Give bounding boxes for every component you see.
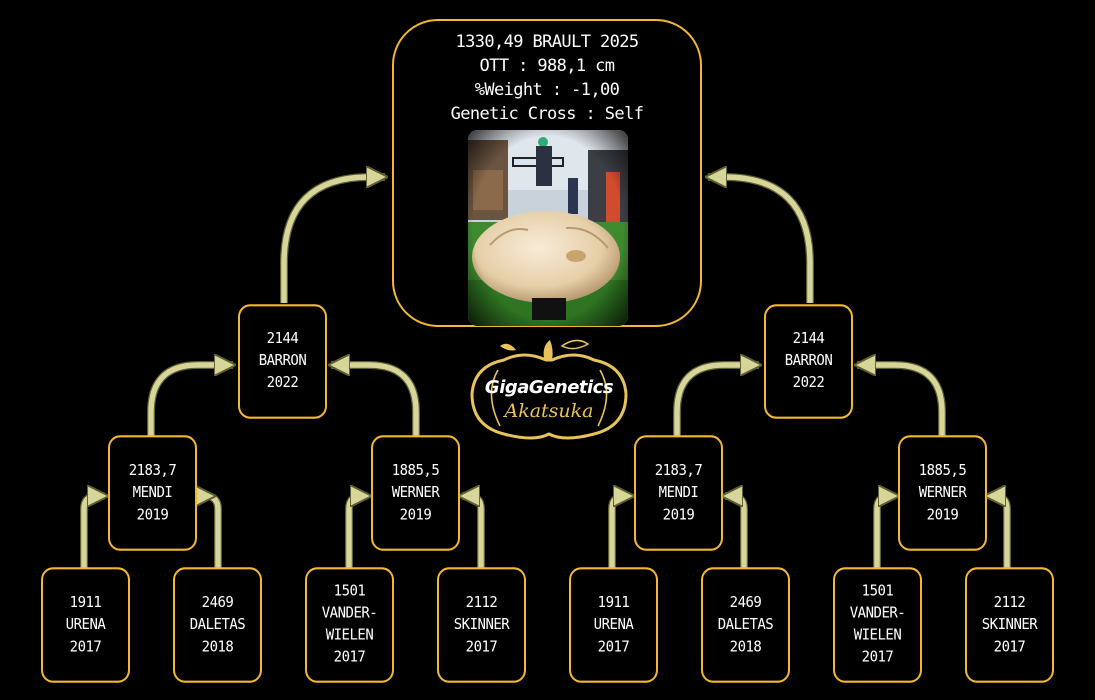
node-ancestor-h: 2112 SKINNER 2017 xyxy=(965,567,1054,683)
pumpkin-photo xyxy=(468,130,628,326)
node-grandparent-a: 2183,7 MENDI 2019 xyxy=(108,435,197,551)
node-ancestor-f: 2469 DALETAS 2018 xyxy=(701,567,790,683)
root-ott: OTT : 988,1 cm xyxy=(479,56,615,76)
gigagenetics-logo: GigaGenetics Akatsuka xyxy=(464,336,634,446)
logo-brand-text: GigaGenetics xyxy=(484,377,614,398)
node-ancestor-g: 1501 VANDER- WIELEN 2017 xyxy=(833,567,922,683)
root-genetic-cross: Genetic Cross : Self xyxy=(450,104,644,124)
logo-sub-text: Akatsuka xyxy=(504,400,594,422)
root-node: 1330,49 BRAULT 2025 OTT : 988,1 cm %Weig… xyxy=(392,19,702,327)
node-grandparent-c: 2183,7 MENDI 2019 xyxy=(634,435,723,551)
node-ancestor-e: 1911 URENA 2017 xyxy=(569,567,658,683)
node-ancestor-d: 2112 SKINNER 2017 xyxy=(437,567,526,683)
node-parent-right: 2144 BARRON 2022 xyxy=(764,304,853,419)
node-ancestor-b: 2469 DALETAS 2018 xyxy=(173,567,262,683)
node-ancestor-c: 1501 VANDER- WIELEN 2017 xyxy=(305,567,394,683)
root-weight: %Weight : -1,00 xyxy=(474,80,620,100)
node-parent-left: 2144 BARRON 2022 xyxy=(238,304,327,419)
node-grandparent-d: 1885,5 WERNER 2019 xyxy=(898,435,987,551)
node-ancestor-a: 1911 URENA 2017 xyxy=(41,567,130,683)
root-title: 1330,49 BRAULT 2025 xyxy=(455,32,639,52)
node-grandparent-b: 1885,5 WERNER 2019 xyxy=(371,435,460,551)
